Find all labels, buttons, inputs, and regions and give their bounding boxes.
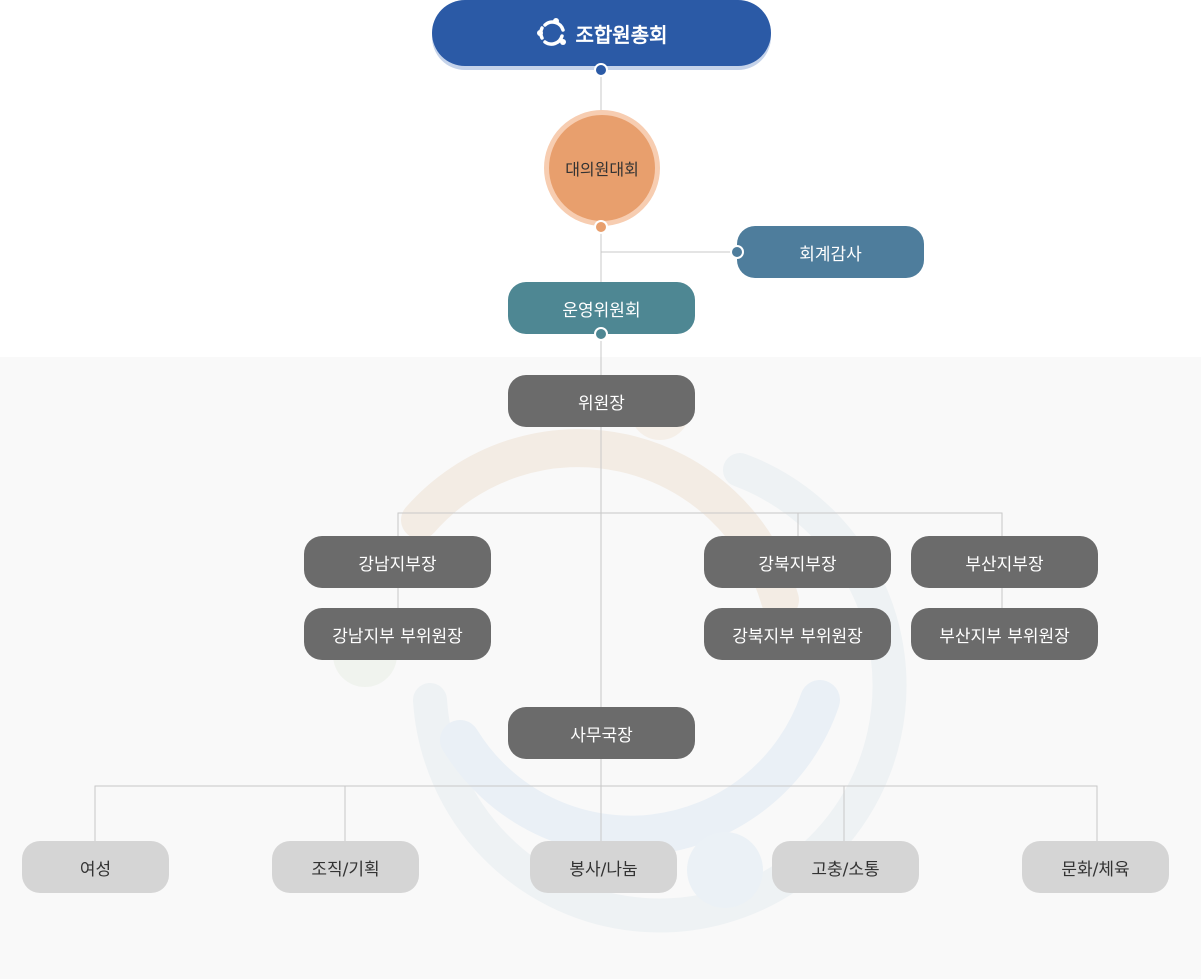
connector-dot xyxy=(594,327,608,341)
department-culture-sports-node: 문화/체육 xyxy=(1022,841,1169,893)
delegates-assembly-label: 대의원대회 xyxy=(565,160,639,179)
gangbuk-branch-deputy-node: 강북지부 부위원장 xyxy=(704,608,891,660)
department-label: 여성 xyxy=(79,859,112,880)
department-organization-planning-node: 조직/기획 xyxy=(272,841,419,893)
union-logo-icon xyxy=(536,18,566,46)
gangnam-branch-deputy-node: 강남지부 부위원장 xyxy=(304,608,491,660)
operations-committee-node: 운영위원회 xyxy=(508,282,695,334)
secretary-general-label: 사무국장 xyxy=(570,725,633,746)
secretary-general-node: 사무국장 xyxy=(508,707,695,759)
chairman-label: 위원장 xyxy=(578,393,625,414)
general-meeting-label: 조합원총회 xyxy=(575,22,668,47)
busan-branch-head-label: 부산지부장 xyxy=(965,554,1044,575)
gangnam-branch-head-node: 강남지부장 xyxy=(304,536,491,588)
accounting-audit-node: 회계감사 xyxy=(737,226,924,278)
operations-committee-label: 운영위원회 xyxy=(562,300,641,321)
gangbuk-branch-head-label: 강북지부장 xyxy=(758,554,837,575)
department-grievance-communication-node: 고충/소통 xyxy=(772,841,919,893)
department-label: 조직/기획 xyxy=(311,859,380,880)
connector-dot xyxy=(730,245,744,259)
connector-dot xyxy=(594,220,608,234)
general-meeting-node: 조합원총회 xyxy=(432,0,771,66)
delegates-assembly-node: 대의원대회 xyxy=(544,110,660,226)
busan-branch-head-node: 부산지부장 xyxy=(911,536,1098,588)
department-label: 문화/체육 xyxy=(1061,859,1130,880)
department-women-node: 여성 xyxy=(22,841,169,893)
gangbuk-branch-deputy-label: 강북지부 부위원장 xyxy=(732,626,863,647)
gangnam-branch-head-label: 강남지부장 xyxy=(358,554,437,575)
connector-dot xyxy=(594,63,608,77)
gangbuk-branch-head-node: 강북지부장 xyxy=(704,536,891,588)
department-label: 고충/소통 xyxy=(811,859,880,880)
gangnam-branch-deputy-label: 강남지부 부위원장 xyxy=(332,626,463,647)
accounting-audit-label: 회계감사 xyxy=(799,244,862,265)
busan-branch-deputy-node: 부산지부 부위원장 xyxy=(911,608,1098,660)
department-label: 봉사/나눔 xyxy=(569,859,638,880)
busan-branch-deputy-label: 부산지부 부위원장 xyxy=(939,626,1070,647)
department-volunteer-sharing-node: 봉사/나눔 xyxy=(530,841,677,893)
chairman-node: 위원장 xyxy=(508,375,695,427)
